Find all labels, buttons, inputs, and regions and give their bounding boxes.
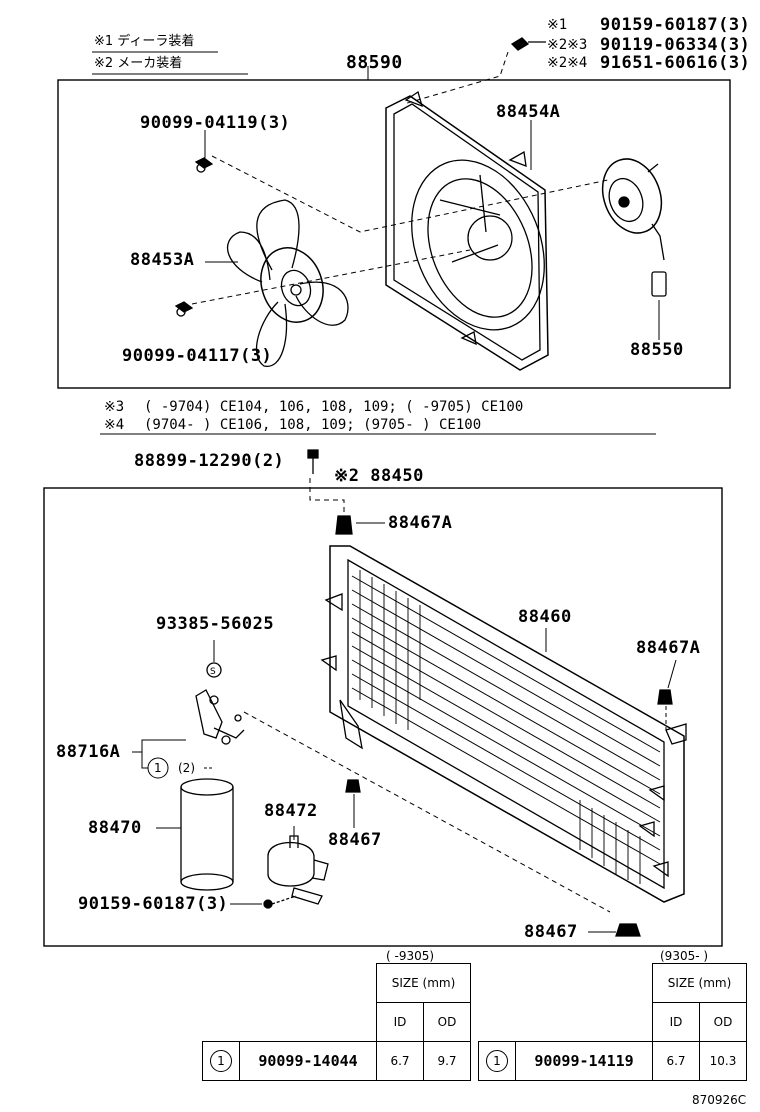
size-table-2-part[interactable]: 90099-14119 <box>515 1041 653 1081</box>
hardware-3-part[interactable]: 91651-60616(3) <box>600 53 751 73</box>
shroud-part[interactable]: 88454A <box>496 102 561 122</box>
condenser-bolt-icon <box>307 449 319 474</box>
size-table-2-od: 10.3 <box>699 1041 747 1081</box>
hardware-bolt-icon <box>510 37 546 51</box>
hardware-1-mark: ※1 <box>547 17 568 33</box>
diagram-code: 870926C <box>692 1093 747 1107</box>
size-table-1-id-header: ID <box>376 1002 424 1042</box>
size-table-2-ref: 1 <box>486 1050 508 1072</box>
applicability-3-text: ( -9704) CE104, 106, 108, 109; ( -9705) … <box>144 399 524 415</box>
condenser-core-drawing <box>320 545 687 903</box>
screw-receiver-icon <box>263 895 297 909</box>
svg-text:S: S <box>210 667 216 677</box>
condenser-bolt-part[interactable]: 88899-12290(2) <box>134 451 285 471</box>
condenser-assembly-frame <box>43 487 723 947</box>
cushion-top-icon <box>335 515 353 535</box>
cushion-top-part[interactable]: 88467A <box>388 513 453 533</box>
screw-top-part[interactable]: 90099-04119(3) <box>140 113 291 133</box>
hardware-1-part[interactable]: 90159-60187(3) <box>600 15 751 35</box>
cushion-right-part[interactable]: 88467A <box>636 638 701 658</box>
cushion-right-icon <box>657 689 673 705</box>
screw-top-icon <box>194 157 214 173</box>
motor-part[interactable]: 88550 <box>630 340 684 360</box>
plug-icon: S <box>206 662 222 678</box>
size-table-2-od-header: OD <box>699 1002 747 1042</box>
size-table-1-id: 6.7 <box>376 1041 424 1081</box>
condenser-assembly-title[interactable]: ※2 88450 <box>334 466 424 486</box>
fan-blade-drawing <box>226 199 349 367</box>
hardware-2-mark: ※2※3 <box>547 37 588 53</box>
size-table-1-size-header: SIZE (mm) <box>376 963 471 1003</box>
size-table-2-size-header: SIZE (mm) <box>652 963 747 1003</box>
size-table-1-ref: 1 <box>210 1050 232 1072</box>
receiver-pipe-drawing <box>195 689 245 745</box>
size-table-2-id: 6.7 <box>652 1041 700 1081</box>
cushion-bottom-part[interactable]: 88467 <box>524 922 578 942</box>
applicability-4-text: (9704- ) CE106, 108, 109; (9705- ) CE100 <box>144 417 482 433</box>
applicability-4-mark: ※4 <box>104 417 125 433</box>
oring-ref: 1 <box>154 761 162 775</box>
condenser-core-part[interactable]: 88460 <box>518 607 572 627</box>
bracket-part[interactable]: 88472 <box>264 801 318 821</box>
fan-assembly-title[interactable]: 88590 <box>346 52 403 73</box>
cushion-mid-icon <box>345 779 361 793</box>
size-table-1-od: 9.7 <box>423 1041 471 1081</box>
size-table-2-range: (9305- ) <box>660 949 709 963</box>
size-table-2-id-header: ID <box>652 1002 700 1042</box>
screw-bottom-part[interactable]: 90099-04117(3) <box>122 346 273 366</box>
receiver-part[interactable]: 88470 <box>88 818 142 838</box>
cushion-bottom-icon <box>615 923 641 937</box>
plug-part[interactable]: 93385-56025 <box>156 614 275 634</box>
screw-bottom-icon <box>174 301 194 317</box>
size-table-2: SIZE (mm) ID OD 1 90099-14119 6.7 10.3 <box>478 963 747 1081</box>
note-factory-installed: ※2 メーカ装着 <box>94 56 183 71</box>
fan-shroud-drawing <box>385 90 549 371</box>
receiver-bracket-drawing <box>267 835 329 905</box>
fan-motor-drawing <box>601 158 667 340</box>
receiver-drier-drawing <box>180 778 234 891</box>
size-table-1-od-header: OD <box>423 1002 471 1042</box>
size-table-1: SIZE (mm) ID OD 1 90099-14044 6.7 9.7 <box>202 963 471 1081</box>
cushion-mid-part[interactable]: 88467 <box>328 830 382 850</box>
fan-part[interactable]: 88453A <box>130 250 195 270</box>
hardware-2-part[interactable]: 90119-06334(3) <box>600 35 751 55</box>
pipe-part[interactable]: 88716A <box>56 742 121 762</box>
hardware-3-mark: ※2※4 <box>547 55 588 71</box>
receiver-screw-part[interactable]: 90159-60187(3) <box>78 894 229 914</box>
note-dealer-installed: ※1 ディーラ装着 <box>94 34 195 49</box>
size-table-1-range: ( -9305) <box>386 949 435 963</box>
applicability-3-mark: ※3 <box>104 399 125 415</box>
fan-assembly-frame <box>57 79 731 389</box>
oring-qty: (2) <box>178 761 195 775</box>
size-table-1-part[interactable]: 90099-14044 <box>239 1041 377 1081</box>
